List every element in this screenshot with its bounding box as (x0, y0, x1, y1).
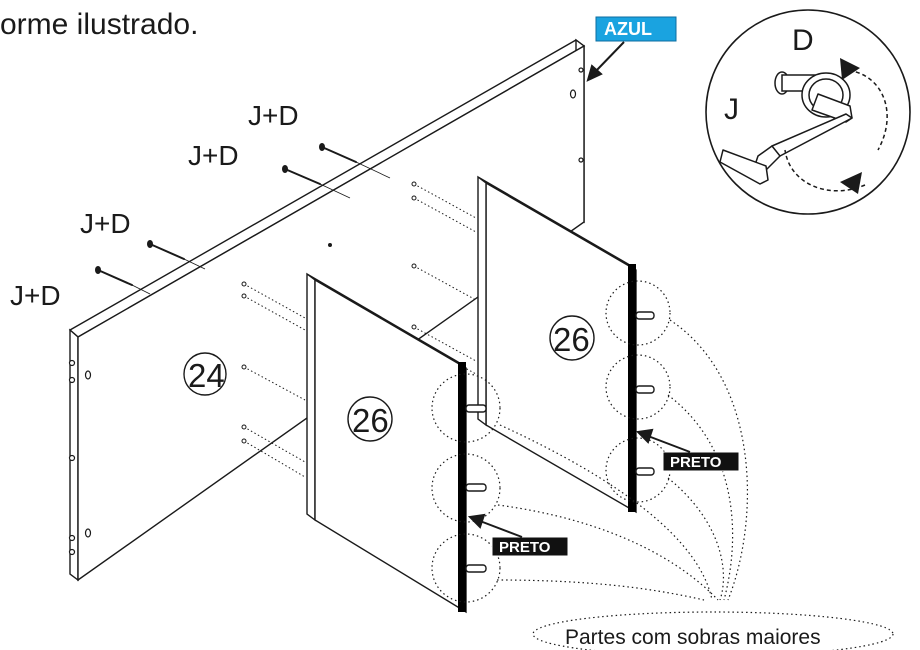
instruction-caption: orme ilustrado. (0, 8, 198, 41)
label-jd-1: J+D (248, 100, 299, 131)
note-ellipse (532, 611, 894, 650)
azul-label: AZUL (604, 19, 652, 39)
dowels (465, 311, 655, 573)
inset-detail: D J (705, 9, 911, 215)
label-26-front-marker: 26 (347, 396, 393, 442)
label-26-front: 26 (352, 402, 389, 439)
screws (97, 146, 357, 286)
label-jd-4: J+D (10, 280, 61, 311)
preto-arrow-1 (635, 428, 691, 453)
label-24: 24 (188, 357, 225, 394)
preto-arrow-2 (467, 513, 523, 538)
label-24-marker: 24 (183, 352, 227, 396)
panel-26-front (306, 272, 467, 614)
panel-24-holes (68, 67, 584, 556)
azul-arrow (586, 41, 625, 82)
inset-label-j: J (724, 93, 739, 126)
note-partes: Partes com sobras maiores (565, 626, 821, 649)
preto-badge-1: PRETO (662, 451, 740, 472)
leader-lines (496, 319, 749, 601)
rotate-arrow-bottom (840, 172, 862, 194)
panel-26-front-black-edge (458, 362, 466, 612)
label-26-back-marker: 26 (549, 315, 595, 361)
inset-label-d: D (792, 24, 814, 57)
preto-badge-2: PRETO (491, 536, 569, 557)
highlight-circles (431, 280, 671, 603)
preto-label-1: PRETO (670, 454, 722, 471)
label-26-back: 26 (553, 321, 590, 358)
screw-thin-guides (131, 161, 391, 295)
panel-26-back-black-edge (628, 264, 636, 512)
azul-badge: AZUL (595, 16, 677, 42)
preto-label-2: PRETO (499, 539, 551, 556)
rotate-arrow-top (840, 58, 860, 80)
label-jd-3: J+D (80, 208, 131, 239)
label-jd-2: J+D (188, 140, 239, 171)
screw-heads (95, 143, 325, 274)
